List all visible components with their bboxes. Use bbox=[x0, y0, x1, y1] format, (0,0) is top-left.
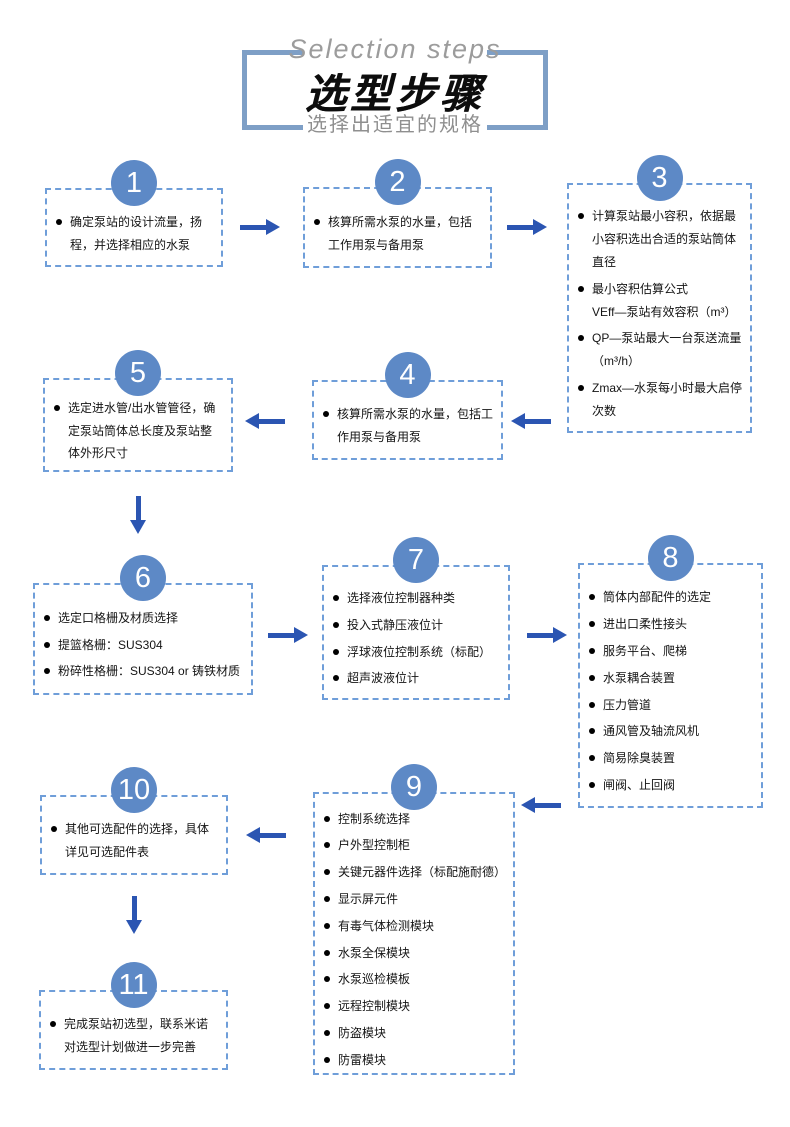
step-number-badge: 4 bbox=[384, 352, 431, 398]
step-box-10: 10 其他可选配件的选择，具体详见可选配件表 bbox=[40, 767, 228, 875]
step-item: 选择液位控制器种类 bbox=[332, 587, 504, 610]
step-number-badge: 3 bbox=[636, 155, 683, 201]
step-item: 投入式静压液位计 bbox=[332, 614, 504, 637]
step-number-badge: 6 bbox=[120, 555, 166, 601]
page-subtitle: 选择出适宜的规格 bbox=[307, 114, 483, 136]
step-item: 服务平台、爬梯 bbox=[588, 640, 757, 663]
step-number-badge: 7 bbox=[393, 537, 439, 583]
step-items: 选择液位控制器种类投入式静压液位计浮球液位控制系统（标配） 超声波液位计 bbox=[332, 583, 504, 694]
step-box-6: 6 选定口格栅及材质选择提篮格栅：SUS304 粉碎性格栅：SUS304 or 铸… bbox=[33, 555, 253, 695]
step-item: 计算泵站最小容积，依据最小容积选出合适的泵站筒体直径 bbox=[577, 205, 746, 273]
page-title: 选型步骤 bbox=[305, 71, 485, 117]
right-bracket-decoration bbox=[487, 50, 548, 130]
step-box-11: 11 完成泵站初选型，联系米诺对选型计划做进一步完善 bbox=[39, 962, 228, 1070]
arrow-step9-to-step10-icon bbox=[246, 827, 286, 843]
arrow-step3-to-step4-icon bbox=[511, 413, 551, 429]
arrow-step5-to-step6-icon bbox=[130, 496, 146, 534]
step-item: 进出口柔性接头 bbox=[588, 613, 757, 636]
step-item: 通风管及轴流风机 bbox=[588, 720, 757, 743]
step-item: 筒体内部配件的选定 bbox=[588, 586, 757, 609]
step-item: 户外型控制柜 bbox=[323, 834, 509, 857]
arrow-step1-to-step2-icon bbox=[240, 219, 280, 235]
step-number-badge: 1 bbox=[111, 160, 157, 206]
step-items: 其他可选配件的选择，具体详见可选配件表 bbox=[50, 814, 222, 868]
step-item: 水泵巡检模板 bbox=[323, 968, 509, 991]
step-item: QP—泵站最大一台泵送流量（m³/h） bbox=[577, 327, 746, 373]
step-item: 超声波液位计 bbox=[332, 667, 504, 690]
step-box-5: 5 选定进水管/出水管管径，确定泵站筒体总长度及泵站整体外形尺寸 bbox=[43, 350, 233, 472]
arrow-step10-to-step11-icon bbox=[126, 896, 142, 934]
step-item: 防盗模块 bbox=[323, 1022, 509, 1045]
step-items: 选定口格栅及材质选择提篮格栅：SUS304 粉碎性格栅：SUS304 or 铸铁材… bbox=[43, 603, 247, 687]
step-item: 闸阀、止回阀 bbox=[588, 774, 757, 797]
step-item: 粉碎性格栅：SUS304 or 铸铁材质 bbox=[43, 660, 247, 683]
step-item: 简易除臭装置 bbox=[588, 747, 757, 770]
step-item: 选定口格栅及材质选择 bbox=[43, 607, 247, 630]
step-items: 控制系统选择户外型控制柜关键元器件选择（标配施耐德） 显示屏元件有毒气体检测模块水… bbox=[323, 804, 509, 1076]
step-item: 最小容积估算公式 VEff—泵站有效容积（m³） bbox=[577, 278, 746, 324]
step-number-badge: 10 bbox=[111, 767, 157, 813]
left-bracket-decoration bbox=[242, 50, 303, 130]
step-box-1: 1 确定泵站的设计流量，扬程，并选择相应的水泵 bbox=[45, 160, 223, 267]
step-item: 显示屏元件 bbox=[323, 888, 509, 911]
step-number-badge: 8 bbox=[647, 535, 694, 581]
step-items: 确定泵站的设计流量，扬程，并选择相应的水泵 bbox=[55, 207, 217, 261]
step-item: 完成泵站初选型，联系米诺对选型计划做进一步完善 bbox=[49, 1013, 222, 1059]
step-box-3: 3 计算泵站最小容积，依据最小容积选出合适的泵站筒体直径最小容积估算公式 VEf… bbox=[567, 155, 752, 433]
step-item: 防雷模块 bbox=[323, 1049, 509, 1072]
step-box-9: 9 控制系统选择户外型控制柜关键元器件选择（标配施耐德） 显示屏元件有毒气体检测模… bbox=[313, 764, 515, 1076]
step-items: 筒体内部配件的选定进出口柔性接头服务平台、爬梯水泵耦合装置压力管道通风管及轴流风… bbox=[588, 582, 757, 800]
step-item: 提篮格栅：SUS304 bbox=[43, 634, 247, 657]
step-item: 水泵耦合装置 bbox=[588, 667, 757, 690]
step-number-badge: 11 bbox=[110, 962, 157, 1008]
step-item: 其他可选配件的选择，具体详见可选配件表 bbox=[50, 818, 222, 864]
step-box-8: 8 筒体内部配件的选定进出口柔性接头服务平台、爬梯水泵耦合装置压力管道通风管及轴… bbox=[578, 535, 763, 808]
step-item: 有毒气体检测模块 bbox=[323, 915, 509, 938]
arrow-step2-to-step3-icon bbox=[507, 219, 547, 235]
step-item: 水泵全保模块 bbox=[323, 942, 509, 965]
step-box-7: 7 选择液位控制器种类投入式静压液位计浮球液位控制系统（标配） 超声波液位计 bbox=[322, 537, 510, 700]
step-items: 核算所需水泵的水量，包括工作用泵与备用泵 bbox=[322, 399, 497, 453]
step-item: 核算所需水泵的水量，包括工作用泵与备用泵 bbox=[313, 211, 486, 257]
step-item: 远程控制模块 bbox=[323, 995, 509, 1018]
step-item: 关键元器件选择（标配施耐德） bbox=[323, 861, 509, 884]
arrow-step4-to-step5-icon bbox=[245, 413, 285, 429]
step-box-2: 2 核算所需水泵的水量，包括工作用泵与备用泵 bbox=[303, 159, 492, 268]
title-english: Selection steps bbox=[288, 34, 502, 64]
step-item: Zmax—水泵每小时最大启停次数 bbox=[577, 377, 746, 423]
step-item: 浮球液位控制系统（标配） bbox=[332, 641, 504, 664]
step-item: 控制系统选择 bbox=[323, 808, 509, 831]
step-item: 核算所需水泵的水量，包括工作用泵与备用泵 bbox=[322, 403, 497, 449]
arrow-step7-to-step8-icon bbox=[527, 627, 567, 643]
step-items: 核算所需水泵的水量，包括工作用泵与备用泵 bbox=[313, 207, 486, 261]
step-items: 计算泵站最小容积，依据最小容积选出合适的泵站筒体直径最小容积估算公式 VEff—… bbox=[577, 201, 746, 426]
step-item: 选定进水管/出水管管径，确定泵站筒体总长度及泵站整体外形尺寸 bbox=[53, 397, 227, 465]
step-items: 选定进水管/出水管管径，确定泵站筒体总长度及泵站整体外形尺寸 bbox=[53, 393, 227, 469]
arrow-step6-to-step7-icon bbox=[268, 627, 308, 643]
step-item: 压力管道 bbox=[588, 694, 757, 717]
arrow-step8-to-step9-icon bbox=[521, 797, 561, 813]
step-number-badge: 9 bbox=[391, 764, 437, 810]
step-box-4: 4 核算所需水泵的水量，包括工作用泵与备用泵 bbox=[312, 352, 503, 460]
step-number-badge: 5 bbox=[115, 350, 161, 396]
step-items: 完成泵站初选型，联系米诺对选型计划做进一步完善 bbox=[49, 1009, 222, 1063]
step-item: 确定泵站的设计流量，扬程，并选择相应的水泵 bbox=[55, 211, 217, 257]
step-number-badge: 2 bbox=[374, 159, 421, 205]
